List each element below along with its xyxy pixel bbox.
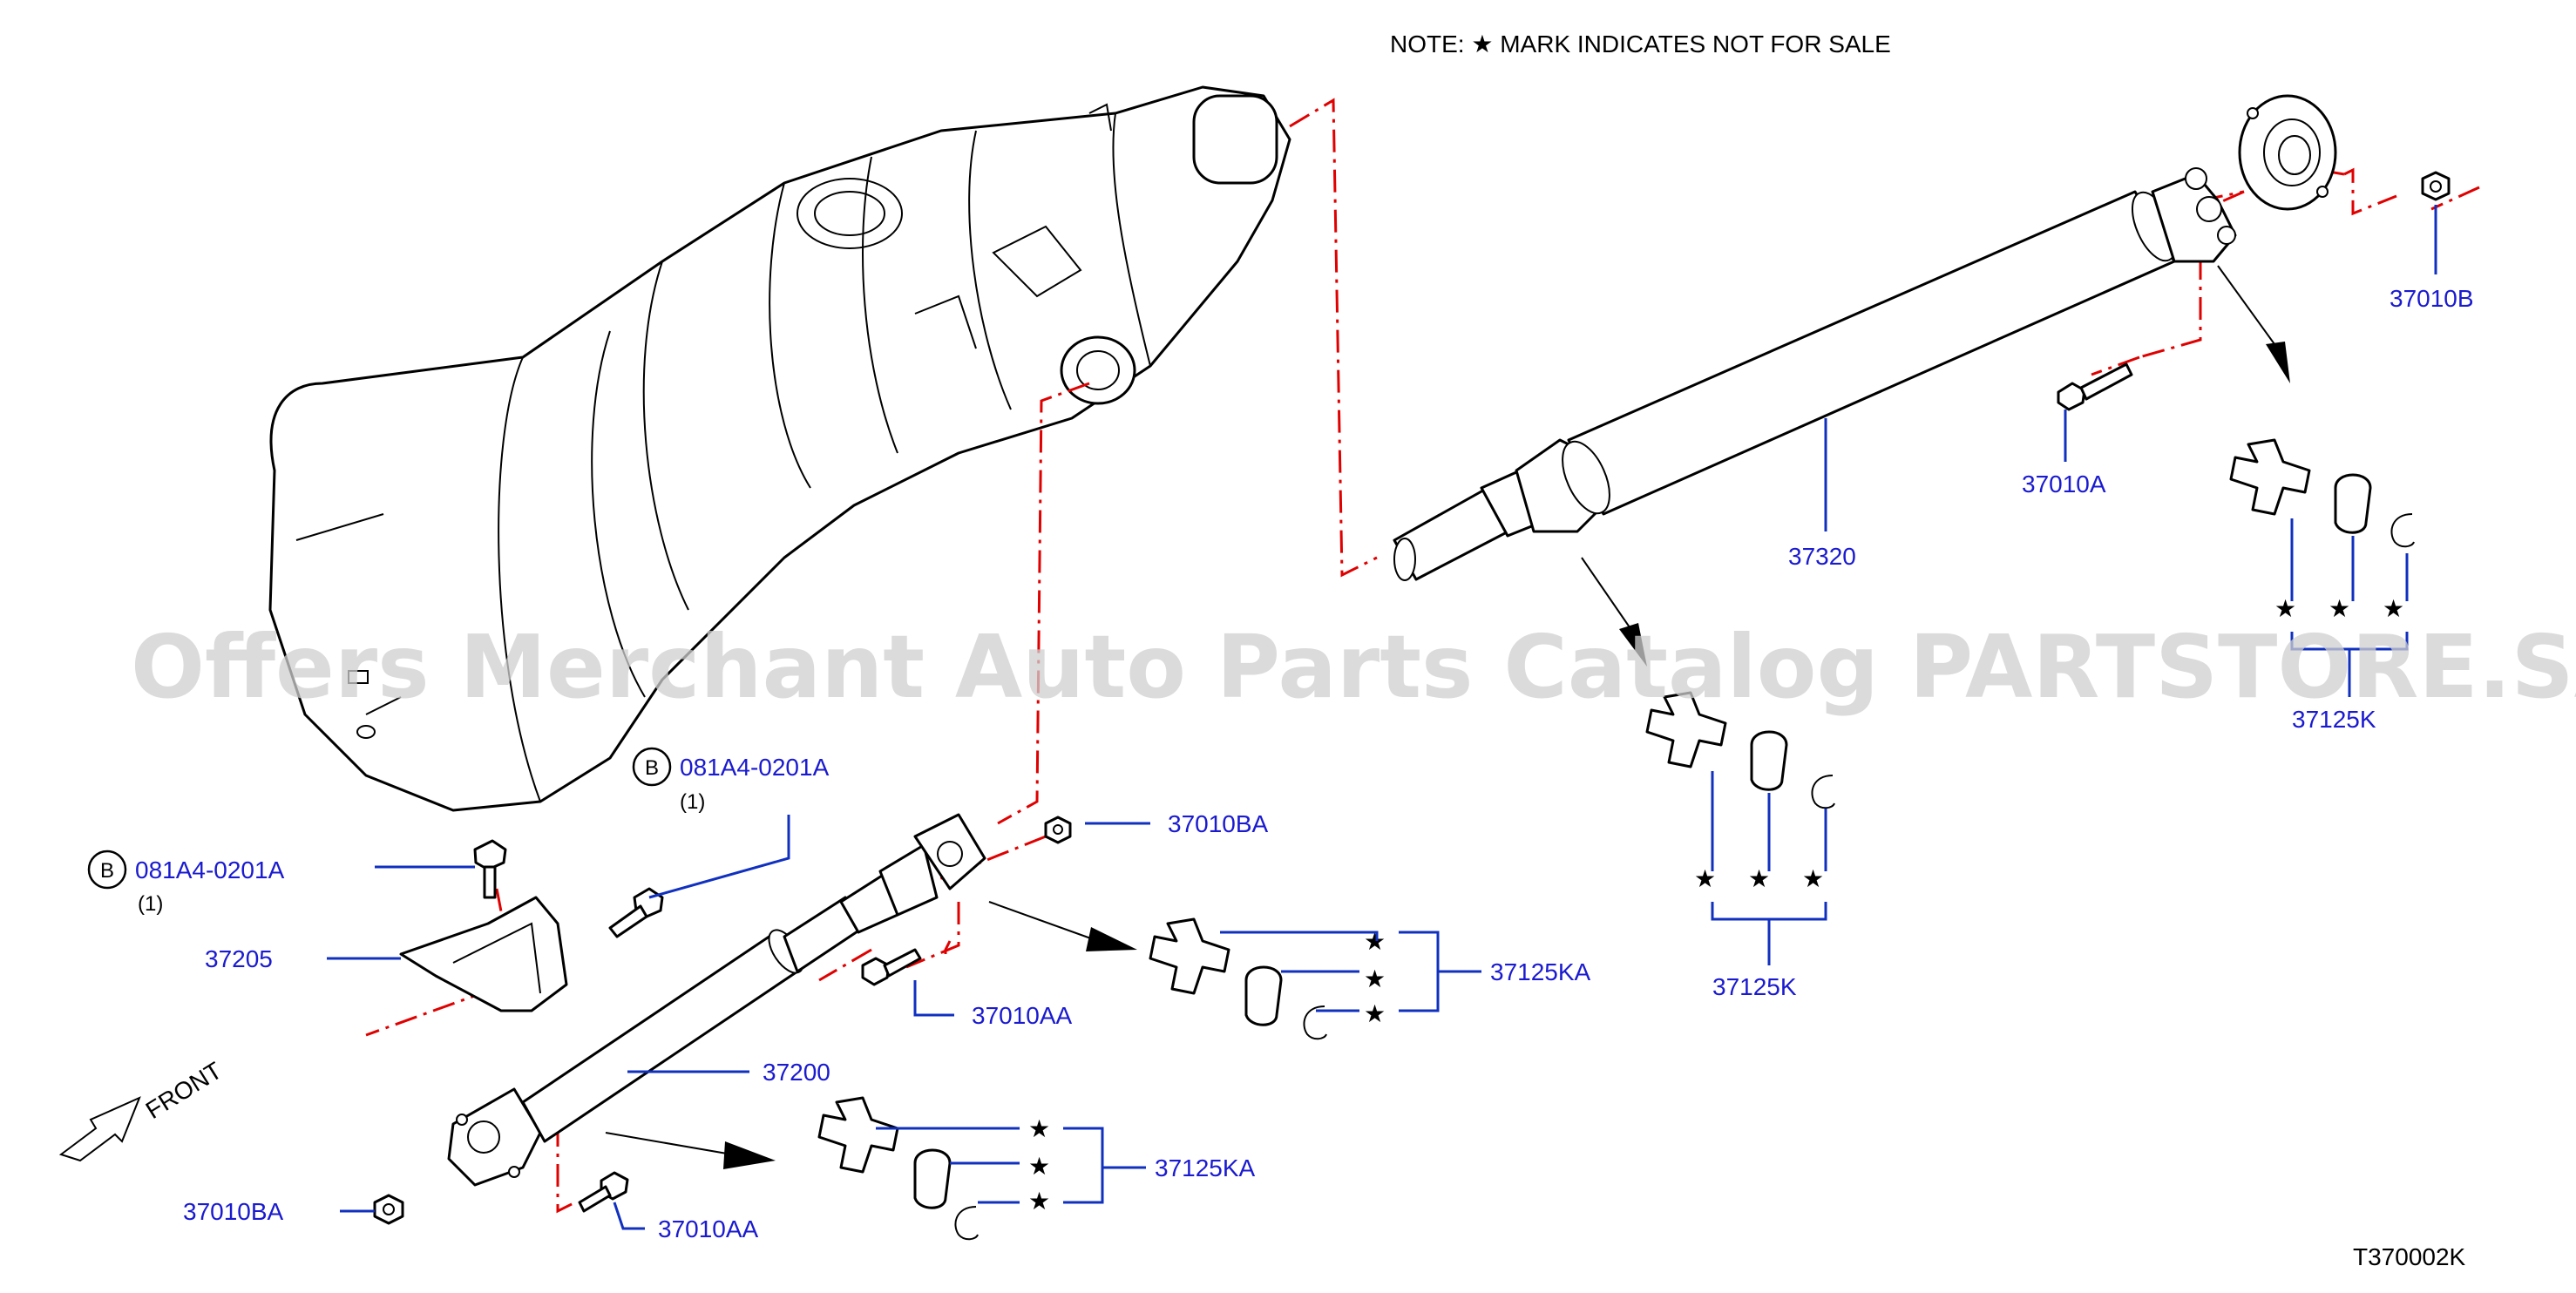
nut-37010ba-lower xyxy=(373,1194,404,1225)
front-direction-indicator: FRONT xyxy=(58,1057,227,1162)
note-text: NOTE: ★ MARK INDICATES NOT FOR SALE xyxy=(1390,30,1891,58)
label-37010a: 37010A xyxy=(2022,470,2106,498)
label-37320: 37320 xyxy=(1788,543,1856,570)
svg-text:★: ★ xyxy=(1802,865,1824,892)
part-labels: 37010B 37010A 37320 37125K 37125K 37010B… xyxy=(183,285,2474,1242)
svg-text:(1): (1) xyxy=(680,790,705,814)
label-37010ba-lower: 37010BA xyxy=(183,1198,284,1225)
label-37200: 37200 xyxy=(763,1059,830,1086)
label-37125ka-upper: 37125KA xyxy=(1490,958,1591,985)
bolt-37010aa-lower xyxy=(578,1171,629,1213)
label-37010aa-lower: 37010AA xyxy=(658,1215,759,1242)
ujoint-kit-ka-lower xyxy=(817,1096,979,1241)
label-37125k-middle: 37125K xyxy=(1712,973,1797,1000)
svg-text:★: ★ xyxy=(2383,595,2404,622)
label-37125k-upper: 37125K xyxy=(2292,706,2376,733)
label-37010b: 37010B xyxy=(2390,285,2474,312)
leader-lines xyxy=(327,205,2437,1230)
bolt-081a4-upper xyxy=(473,839,507,899)
ujoint-kit-middle xyxy=(1645,691,1835,809)
svg-text:B: B xyxy=(645,756,659,780)
svg-text:★: ★ xyxy=(1028,1115,1050,1142)
label-37010aa-upper: 37010AA xyxy=(972,1002,1073,1029)
bolt-ref-upper: B 081A4-0201A (1) xyxy=(632,747,830,814)
svg-text:★: ★ xyxy=(1364,1000,1386,1027)
svg-text:★: ★ xyxy=(1364,965,1386,992)
svg-text:(1): (1) xyxy=(138,892,163,916)
svg-text:★: ★ xyxy=(1028,1188,1050,1215)
nut-37010b xyxy=(2421,171,2451,201)
ujoint-kit-upper-right xyxy=(2229,438,2415,548)
rear-propeller-shaft xyxy=(1393,167,2237,581)
bolt-37010a xyxy=(2057,362,2133,411)
direction-arrows xyxy=(605,265,2290,1169)
nut-37010ba-upper xyxy=(1044,816,1072,844)
ujoint-kit-ka-upper xyxy=(1149,917,1327,1040)
watermark: Offers Merchant Auto Parts Catalog PARTS… xyxy=(131,616,2576,718)
svg-text:081A4-0201A: 081A4-0201A xyxy=(135,856,285,883)
svg-text:★: ★ xyxy=(1748,865,1770,892)
bolt-37010aa-upper xyxy=(861,948,922,986)
front-label: FRONT xyxy=(141,1057,227,1124)
front-propeller-shaft xyxy=(447,813,986,1187)
svg-text:B: B xyxy=(100,859,114,883)
bracket-37205 xyxy=(399,896,568,1012)
diagram-id: T370002K xyxy=(2353,1243,2466,1270)
bolt-ref-lower: B 081A4-0201A (1) xyxy=(87,850,285,916)
not-for-sale-stars: ★ ★ ★ ★ ★ ★ ★ ★ ★ ★ ★ ★ xyxy=(1028,595,2404,1215)
svg-text:★: ★ xyxy=(2329,595,2350,622)
label-37205: 37205 xyxy=(205,945,273,972)
label-37010ba-upper: 37010BA xyxy=(1168,810,1269,837)
label-37125ka-lower: 37125KA xyxy=(1155,1154,1256,1181)
svg-text:★: ★ xyxy=(1028,1153,1050,1180)
rear-flange xyxy=(2238,94,2337,211)
svg-text:081A4-0201A: 081A4-0201A xyxy=(680,754,830,781)
